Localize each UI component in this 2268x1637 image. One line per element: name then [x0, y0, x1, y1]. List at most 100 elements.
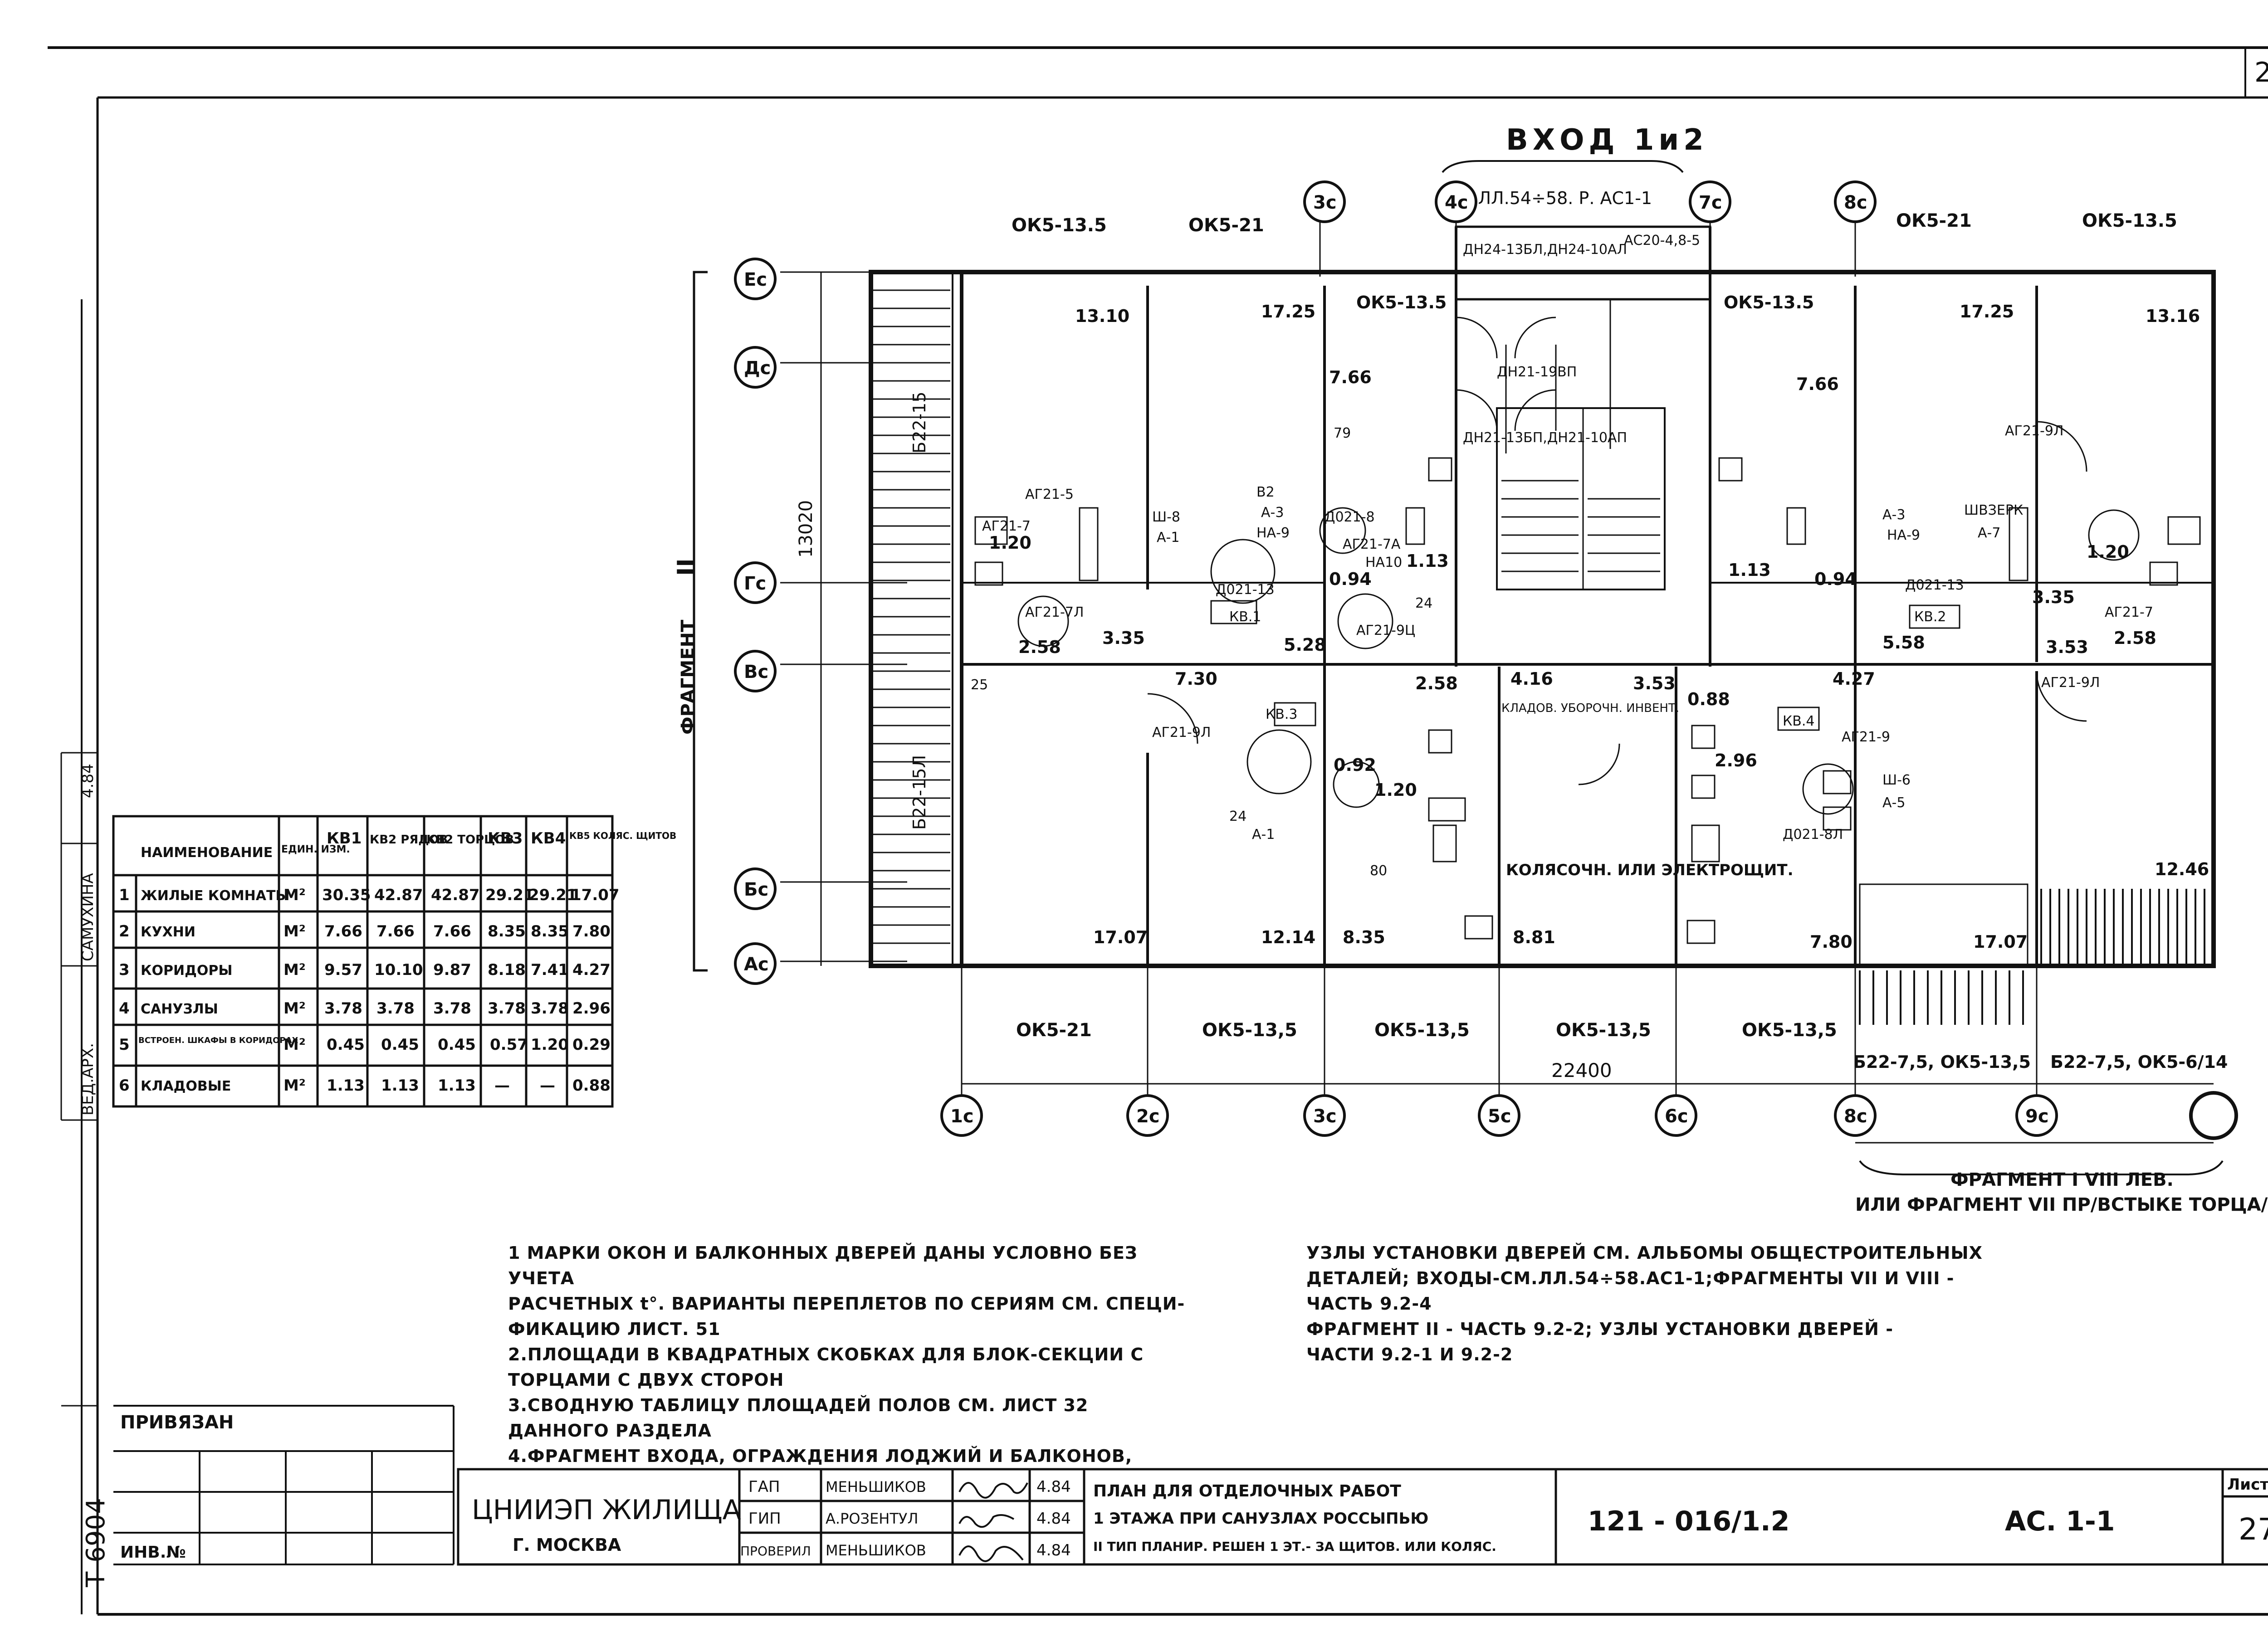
- door-tag: Д021-8Л: [1783, 827, 1843, 843]
- room-area: 4.27: [1833, 669, 1875, 689]
- door-tag: АГ21-7Л: [1025, 604, 1084, 620]
- door-tag: АГ21-9Л: [1152, 725, 1211, 741]
- date-checked: 4.84: [1036, 1541, 1071, 1559]
- table-cell: 3.78: [324, 999, 362, 1018]
- axis-top-4: 8с: [1844, 192, 1867, 213]
- table-header: КВ2 РЯДОВ: [370, 833, 448, 847]
- room-area: 3.53: [2046, 637, 2088, 657]
- door-tag: КВ.4: [1783, 713, 1815, 729]
- door-tag: АГ21-9Ц: [1356, 623, 1415, 638]
- room-area: 17.07: [1093, 927, 1148, 947]
- drawing-desc-3: II ТИП ПЛАНИР. РЕШЕН 1 ЭТ.- ЗА ЩИТОВ. ИЛ…: [1093, 1539, 1496, 1554]
- door-tag: В2: [1256, 484, 1275, 500]
- stamp-grid: [113, 1405, 455, 1565]
- room-area: 1.20: [989, 533, 1031, 553]
- door-tag: 25: [971, 677, 988, 693]
- door-tag: АС20-4,8-5: [1624, 233, 1700, 248]
- org-city: Г. МОСКВА: [513, 1535, 621, 1555]
- window-top-2: ОК5-21: [1188, 215, 1264, 236]
- table-cell: КЛАДОВЫЕ: [141, 1078, 231, 1094]
- date-gap: 4.84: [1036, 1478, 1071, 1496]
- building-walls: [869, 225, 2216, 968]
- axis-top-2: 4с: [1445, 192, 1468, 213]
- table-cell: 0.45: [381, 1036, 419, 1054]
- door-tag: АГ21-7: [2105, 604, 2153, 620]
- table-cell: 29.21: [485, 886, 534, 904]
- door-tag: Д021-8: [1325, 509, 1375, 525]
- window-bottom-4: ОК5-13,5: [1556, 1020, 1651, 1041]
- table-cell: 0.45: [327, 1036, 365, 1054]
- overall-height-dim: 13020: [796, 500, 816, 558]
- room-area: 2.58: [1018, 637, 1061, 657]
- door-tag: Д021-13: [1905, 577, 1964, 593]
- door-tag: ДН21-13БП,ДН21-10АП: [1463, 430, 1627, 446]
- table-cell: 0.45: [438, 1036, 476, 1054]
- window-bottom-3: ОК5-13,5: [1374, 1020, 1470, 1041]
- table-header: КВ1: [327, 829, 362, 848]
- sheet-number: 27: [2239, 1512, 2268, 1547]
- fragment-right-line1: ФРАГМЕНТ I VIII ЛЕВ.: [1950, 1169, 2174, 1190]
- title-block-grid: [457, 1468, 2268, 1566]
- room-area: 3.53: [1633, 673, 1676, 693]
- org-name: ЦНИИЭП ЖИЛИЩА: [472, 1494, 741, 1526]
- fragment-left-number: II: [673, 558, 700, 576]
- table-header: КВ3: [488, 829, 523, 848]
- room-area: 3.35: [1102, 628, 1145, 648]
- door-tag: НА-9: [1256, 525, 1290, 541]
- role-checked: ПРОВЕРИЛ: [740, 1544, 811, 1559]
- axis-bottom-1: 1с: [950, 1106, 974, 1127]
- drawing-mark: АС. 1-1: [2005, 1505, 2115, 1537]
- door-tag: А-1: [1157, 530, 1179, 546]
- door-tag: А-3: [1261, 505, 1284, 521]
- table-cell: 0.88: [572, 1077, 611, 1095]
- table-cell: ЖИЛЫЕ КОМНАТЫ: [141, 888, 290, 904]
- general-notes: 1 МАРКИ ОКОН И БАЛКОННЫХ ДВЕРЕЙ ДАНЫ УСЛ…: [508, 1240, 1188, 1469]
- window-inner-1: ОК5-13.5: [1356, 292, 1447, 312]
- grid-axis-lines: [780, 222, 2214, 1144]
- note-3b: ДАННОГО РАЗДЕЛА: [508, 1421, 712, 1441]
- note-r2: ДЕТАЛЕЙ; ВХОДЫ-СМ.ЛЛ.54÷58.АС1-1;ФРАГМЕН…: [1306, 1268, 1961, 1314]
- room-area: 7.80: [1810, 932, 1853, 952]
- balcony-upper-label: Б22-15: [909, 392, 929, 454]
- axis-left-4: Вс: [744, 662, 768, 682]
- axis-bottom-4: 5с: [1488, 1106, 1511, 1127]
- door-tag: АГ21-7А: [1343, 536, 1401, 552]
- room-area: 0.94: [1814, 569, 1857, 589]
- room-area: 8.35: [1343, 927, 1385, 947]
- axis-bubbles-left: [734, 258, 777, 985]
- room-area: 0.92: [1334, 755, 1376, 775]
- table-cell: САНУЗЛЫ: [141, 1001, 218, 1017]
- axis-left-5: Бс: [744, 879, 768, 900]
- table-cell: 1.20: [531, 1036, 569, 1054]
- door-tag: НА10: [1365, 555, 1402, 570]
- pram-room-label: КОЛЯСОЧН. ИЛИ ЭЛЕКТРОЩИТ.: [1506, 861, 1794, 879]
- window-top-3: ОК5-21: [1896, 210, 1972, 231]
- table-cell: 8.18: [488, 961, 526, 979]
- door-tag: КВ.2: [1914, 609, 1946, 625]
- note-4: 4.ФРАГМЕНТ ВХОДА, ОГРАЖДЕНИЯ ЛОДЖИЙ И БА…: [508, 1446, 1133, 1466]
- window-inner-2: ОК5-13.5: [1724, 292, 1814, 312]
- table-cell: КОРИДОРЫ: [141, 963, 232, 979]
- door-tag: А-7: [1978, 525, 2000, 541]
- table-cell: 30.35: [322, 886, 371, 904]
- name-gap: МЕНЬШИКОВ: [826, 1478, 926, 1496]
- table-cell: 4: [119, 999, 130, 1018]
- room-area: 8.81: [1513, 927, 1555, 947]
- balcony-lower-label: Б22-15Л: [909, 755, 929, 830]
- table-cell: М²: [284, 961, 306, 979]
- table-cell: 2.96: [572, 999, 611, 1018]
- page-number: 28: [2254, 57, 2268, 88]
- table-cell: 7.80: [572, 922, 611, 940]
- room-area: 3.35: [2032, 587, 2075, 607]
- element-tags: ДН24-13БЛ,ДН24-10АЛ ДН21-19ВП ДН21-13БП,…: [971, 233, 2153, 879]
- table-header: КВ5 КОЛЯС. ЩИТОВ: [569, 830, 676, 841]
- storage-room-label: КЛАДОВ. УБОРОЧН. ИНВЕНТ.: [1501, 702, 1679, 715]
- signatures: [958, 1482, 1028, 1562]
- fragment-left-label: ФРАГМЕНТ: [678, 619, 699, 735]
- door-tag: ДН21-19ВП: [1497, 364, 1577, 380]
- table-cell: М²: [284, 1036, 306, 1054]
- table-cell: 17.07: [571, 886, 620, 904]
- table-header: ЕДИН. ИЗМ.: [281, 844, 350, 855]
- window-bottom-1: ОК5-21: [1016, 1020, 1092, 1041]
